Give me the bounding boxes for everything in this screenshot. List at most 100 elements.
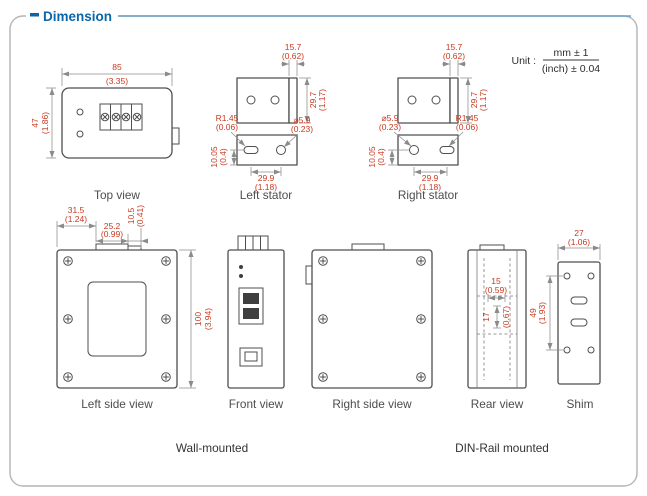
front-view: Front view	[227, 235, 285, 411]
mount-tab	[305, 265, 313, 285]
lsv-d2-in: (0.99)	[101, 229, 123, 239]
shim-height-in: (1.93)	[537, 302, 547, 324]
ls-flange-mm: 15.7	[285, 42, 302, 52]
hole-icon	[431, 95, 441, 105]
left-stator-face	[236, 77, 290, 124]
rear-d2-mm: 17	[481, 312, 491, 322]
led-icon	[239, 265, 243, 269]
right-stator: 15.7 (0.62) 29.7 (1.17) ⌀5.9 (0.23) R1.4…	[367, 42, 488, 202]
hole-icon	[76, 108, 84, 116]
left-side-outline	[56, 249, 178, 389]
hole-icon	[563, 272, 571, 280]
rs-pitch-mm: 29.9	[422, 173, 439, 183]
fiber-port-rx	[243, 308, 259, 319]
ls-pitch-mm: 29.9	[258, 173, 275, 183]
hole-icon	[76, 130, 84, 138]
rs-radius-mm: R1.45	[456, 113, 479, 123]
ls-pitch-in: (1.18)	[255, 182, 277, 192]
lsv-height-mm: 100	[193, 312, 203, 326]
shim-outline	[557, 261, 601, 385]
hole-icon	[270, 95, 280, 105]
top-bump	[351, 243, 385, 251]
hole-icon	[563, 346, 571, 354]
rs-hole-in: (0.23)	[379, 122, 401, 132]
ls-hole-in: (0.23)	[291, 124, 313, 134]
unit-inch: (inch) ± 0.04	[542, 63, 600, 75]
lsv-d3-in: (0.41)	[135, 205, 145, 227]
rs-height-in: (1.17)	[478, 89, 488, 111]
left-stator-flange	[288, 77, 298, 124]
shim-label: Shim	[567, 397, 594, 411]
led-icon	[239, 274, 243, 278]
shim-width-mm: 27	[574, 228, 584, 238]
slot-icon	[439, 146, 455, 154]
rs-height-mm: 29.7	[469, 91, 479, 108]
hole-icon	[276, 145, 286, 155]
unit-mm: mm ± 1	[554, 47, 589, 59]
hole-icon	[407, 95, 417, 105]
top-height-mm: 47	[30, 118, 40, 128]
right-stator-flange	[449, 77, 459, 124]
fiber-port-tx	[243, 293, 259, 304]
rear-d2-in: (0.67)	[501, 306, 511, 328]
left-stator: 15.7 (0.62) 29.7 (1.17) R1.45 (0.06) ⌀5.…	[209, 42, 327, 202]
right-side-label: Right side view	[332, 397, 412, 411]
slot-icon	[570, 318, 588, 327]
lsv-d1-in: (1.24)	[65, 214, 87, 224]
ls-radius-mm: R1.45	[216, 113, 239, 123]
unit-note: Unit : mm ± 1 (inch) ± 0.04	[511, 47, 600, 75]
right-side-view: Right side view	[305, 243, 433, 411]
title-dash-icon	[30, 13, 39, 17]
rear-view: 15 (0.59) 17 (0.67) Rear view	[467, 244, 527, 411]
top-bump	[479, 244, 505, 251]
top-view-label: Top view	[94, 188, 140, 202]
ls-height-in: (1.17)	[317, 89, 327, 111]
left-stator-plate	[236, 134, 298, 166]
shim-width-in: (1.06)	[568, 237, 590, 247]
hole-icon	[409, 145, 419, 155]
hole-icon	[587, 346, 595, 354]
side-connector	[171, 127, 180, 145]
hole-icon	[587, 272, 595, 280]
lsv-height-in: (3.94)	[203, 308, 213, 330]
rs-hole-mm: ⌀5.9	[382, 113, 399, 123]
rs-offset-mm: 10.05	[367, 146, 377, 168]
rs-radius-in: (0.06)	[456, 122, 478, 132]
ls-height-mm: 29.7	[308, 91, 318, 108]
rs-offset-in: (0.4)	[376, 148, 386, 166]
lsv-d2-mm: 25.2	[104, 221, 121, 231]
title-mask	[26, 9, 118, 23]
rs-flange-in: (0.62)	[443, 51, 465, 61]
recess-panel	[87, 281, 147, 357]
hole-icon	[246, 95, 256, 105]
ls-hole-mm: ⌀5.9	[294, 115, 311, 125]
right-stator-label: Right stator	[398, 188, 458, 202]
rear-d1-in: (0.59)	[485, 285, 507, 295]
left-side-view: 31.5 (1.24) 25.2 (0.99) 10.5 (0.41) 100 …	[56, 205, 213, 411]
rs-pitch-in: (1.18)	[419, 182, 441, 192]
lsv-d3-mm: 10.5	[126, 207, 136, 224]
right-stator-face	[397, 77, 451, 124]
din-rail-caption: DIN-Rail mounted	[455, 441, 549, 455]
top-view: 85 (3.35) 47 (1.86) Top view	[30, 62, 180, 202]
unit-label: Unit :	[511, 55, 536, 67]
top-height-in: (1.86)	[40, 112, 50, 134]
front-view-label: Front view	[229, 397, 284, 411]
rs-flange-mm: 15.7	[446, 42, 463, 52]
shim-view: 27 (1.06) 49 (1.93) Shim	[528, 228, 601, 411]
rj45-port	[239, 347, 263, 367]
top-bump	[95, 243, 129, 251]
wall-mounted-caption: Wall-mounted	[176, 441, 248, 455]
rear-view-label: Rear view	[471, 397, 524, 411]
ls-radius-in: (0.06)	[216, 122, 238, 132]
right-side-outline	[311, 249, 433, 389]
top-width-in: (3.35)	[106, 76, 128, 86]
ls-offset-in: (0.4)	[218, 148, 228, 166]
top-view-outline	[61, 87, 173, 159]
top-width-mm: 85	[112, 62, 122, 72]
lsv-d1-mm: 31.5	[68, 205, 85, 215]
left-side-label: Left side view	[81, 397, 153, 411]
fiber-port	[238, 287, 264, 325]
